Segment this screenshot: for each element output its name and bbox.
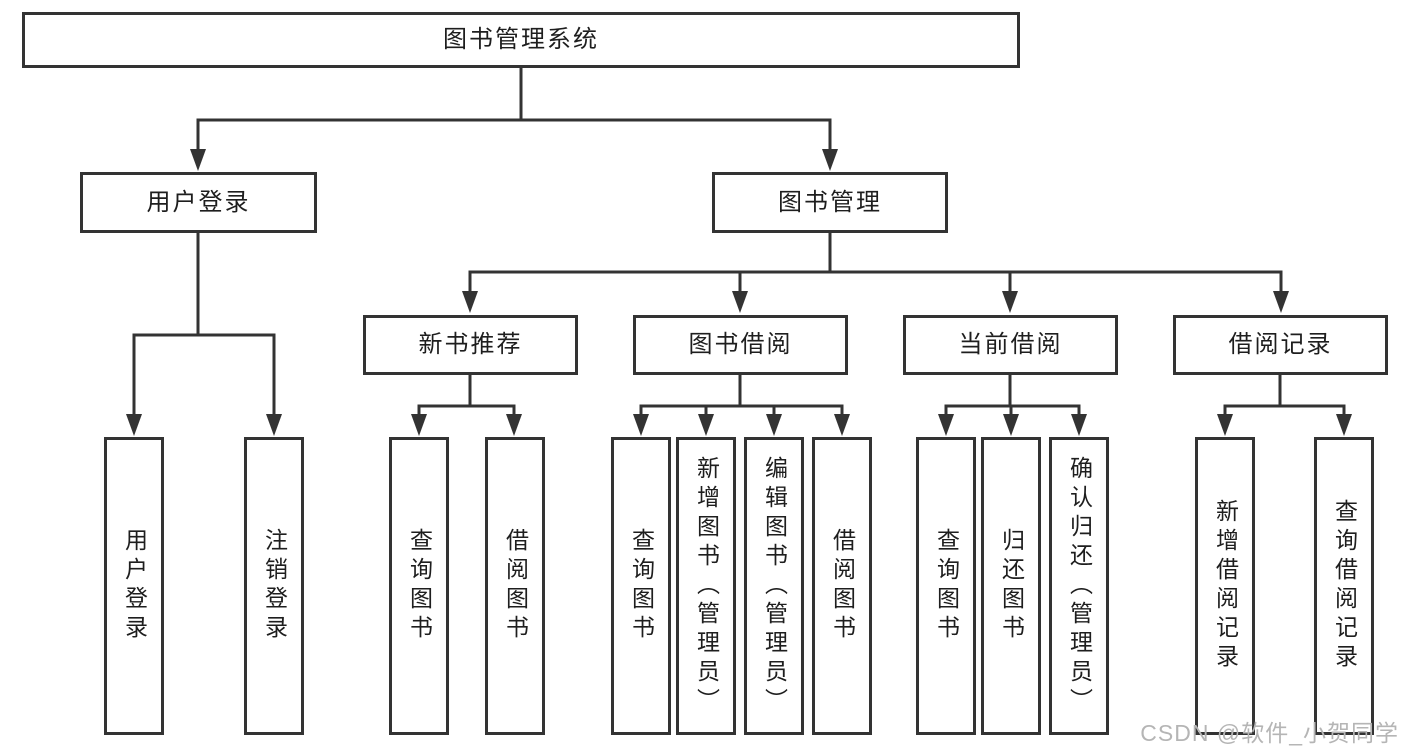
node-book-management: 图书管理 (712, 172, 948, 233)
leaf-borrow-books-borrowing: 借阅图书 (812, 437, 872, 735)
connector-borrowing-records-to-leaves (1223, 375, 1346, 415)
node-current-borrowing: 当前借阅 (903, 315, 1118, 375)
arrowhead-down-icon (1071, 414, 1087, 436)
arrowhead-down-icon (266, 414, 282, 436)
arrowhead-down-icon (938, 414, 954, 436)
csdn-watermark: CSDN @软件_小贺同学 (1140, 720, 1399, 746)
leaf-add-borrow-record: 新增借阅记录 (1195, 437, 1255, 735)
connector-root-to-level2 (196, 68, 832, 150)
leaf-borrow-books-recommend: 借阅图书 (485, 437, 545, 735)
connector-current-borrowing-to-leaves (944, 375, 1081, 415)
connector-user-login-to-leaves (132, 233, 276, 415)
arrowhead-down-icon (190, 149, 206, 171)
leaf-logout: 注销登录 (244, 437, 304, 735)
arrowhead-down-icon (1002, 291, 1018, 313)
connector-book-management-to-level3 (468, 233, 1283, 292)
connector-book-borrowing-to-leaves (639, 375, 844, 415)
leaf-confirm-return-admin: 确认归还（管理员） (1049, 437, 1109, 735)
leaf-return-books: 归还图书 (981, 437, 1041, 735)
node-book-borrowing: 图书借阅 (633, 315, 848, 375)
arrowhead-down-icon (411, 414, 427, 436)
leaf-user-login: 用户登录 (104, 437, 164, 735)
arrowhead-down-icon (1336, 414, 1352, 436)
leaf-query-books-borrowing: 查询图书 (611, 437, 671, 735)
arrowhead-down-icon (1217, 414, 1233, 436)
arrowhead-down-icon (822, 149, 838, 171)
leaf-query-books-recommend: 查询图书 (389, 437, 449, 735)
arrowhead-down-icon (126, 414, 142, 436)
leaf-query-borrow-record: 查询借阅记录 (1314, 437, 1374, 735)
leaf-add-books-admin: 新增图书（管理员） (676, 437, 736, 735)
arrowhead-down-icon (1273, 291, 1289, 313)
node-borrowing-records: 借阅记录 (1173, 315, 1388, 375)
arrowhead-down-icon (834, 414, 850, 436)
node-root: 图书管理系统 (22, 12, 1020, 68)
arrowhead-down-icon (633, 414, 649, 436)
arrowhead-down-icon (698, 414, 714, 436)
node-new-book-recommend: 新书推荐 (363, 315, 578, 375)
arrowhead-down-icon (506, 414, 522, 436)
arrowhead-down-icon (1003, 414, 1019, 436)
connector-new-book-recommend-to-leaves (417, 375, 516, 415)
leaf-edit-books-admin: 编辑图书（管理员） (744, 437, 804, 735)
arrowhead-down-icon (462, 291, 478, 313)
arrowhead-down-icon (732, 291, 748, 313)
arrowhead-down-icon (766, 414, 782, 436)
arrowheads (126, 149, 1352, 436)
leaf-query-books-current: 查询图书 (916, 437, 976, 735)
node-user-login: 用户登录 (80, 172, 317, 233)
